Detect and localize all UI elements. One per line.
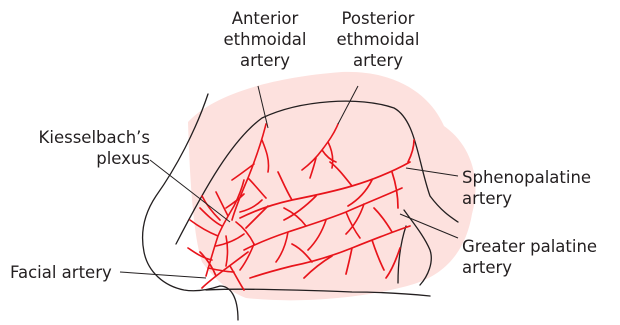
label-sphenopalatine-line-1: Sphenopalatine [462, 167, 591, 188]
facial-artery-leader [120, 272, 206, 278]
label-anterior-ethmoidal-line-3: artery [214, 50, 316, 71]
label-posterior-ethmoidal: Posterior ethmoidal artery [322, 8, 434, 71]
label-greater-palatine-line-1: Greater palatine [462, 236, 597, 257]
label-kiesselbach: Kiesselbach’s plexus [14, 127, 150, 169]
label-facial-artery: Facial artery [10, 262, 112, 283]
label-anterior-ethmoidal-line-2: ethmoidal [214, 29, 316, 50]
label-sphenopalatine: Sphenopalatine artery [462, 167, 591, 209]
nasal-mucosa-region [188, 72, 476, 300]
label-anterior-ethmoidal: Anterior ethmoidal artery [214, 8, 316, 71]
label-anterior-ethmoidal-line-1: Anterior [214, 8, 316, 29]
label-kiesselbach-line-2: plexus [14, 148, 150, 169]
label-greater-palatine: Greater palatine artery [462, 236, 597, 278]
label-sphenopalatine-line-2: artery [462, 188, 591, 209]
label-greater-palatine-line-2: artery [462, 257, 597, 278]
label-posterior-ethmoidal-line-3: artery [322, 50, 434, 71]
label-posterior-ethmoidal-line-2: ethmoidal [322, 29, 434, 50]
label-posterior-ethmoidal-line-1: Posterior [322, 8, 434, 29]
label-kiesselbach-line-1: Kiesselbach’s [14, 127, 150, 148]
